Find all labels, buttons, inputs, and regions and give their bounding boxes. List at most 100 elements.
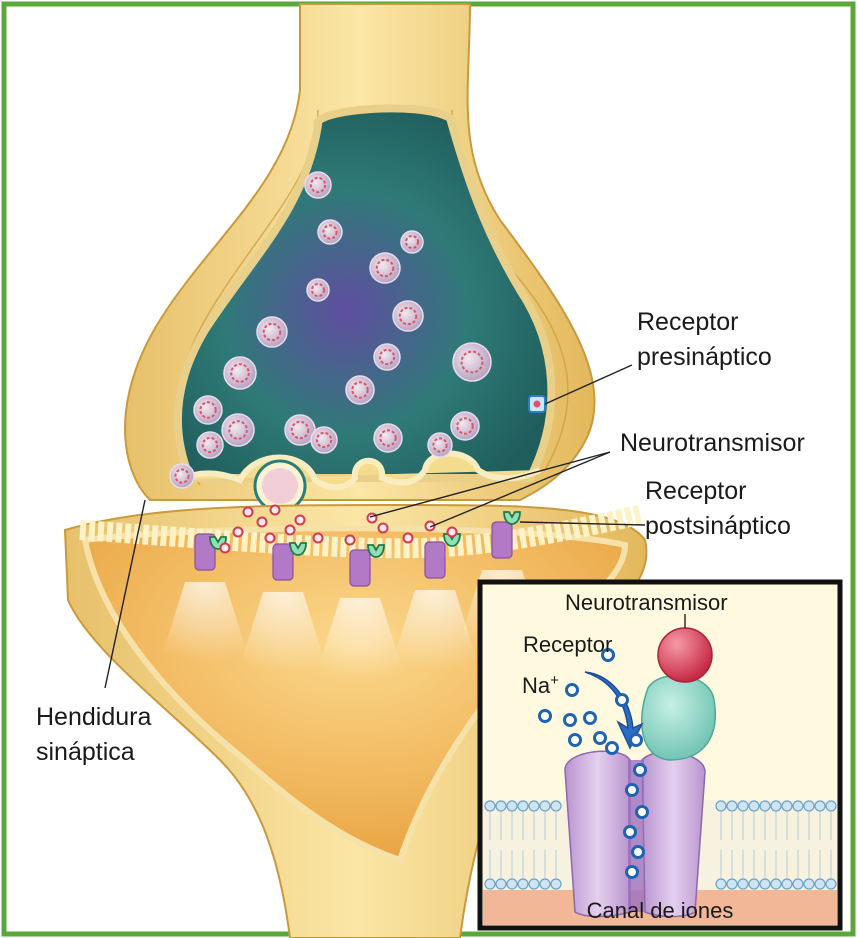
lipid-head [749,801,759,811]
lipid-head [507,801,517,811]
lipid-head [529,879,539,889]
postsynaptic-receptor-label-line2: postsináptico [645,512,791,540]
neurotransmitter-dot [234,528,243,537]
vesicle [257,317,287,347]
lipid-head [782,879,792,889]
lipid-head [760,801,770,811]
presynaptic-terminal [125,4,594,500]
lipid-head [793,801,803,811]
lipid-head [738,879,748,889]
lipid-head [815,879,825,889]
lipid-head [727,879,737,889]
vesicle [222,414,254,446]
lipid-head [540,801,550,811]
presynaptic-receptor [529,396,545,412]
neurotransmitter-label: Neurotransmisor [620,429,805,457]
synaptic-cleft-label-line1: Hendidura [36,703,151,731]
lipid-head [485,879,495,889]
neurotransmitter-dot [404,534,413,543]
lipid-head [793,879,803,889]
sodium-ion [633,847,644,858]
sodium-ion [617,695,628,706]
neurotransmitter-dot [266,534,275,543]
neurotransmitter-ball [658,628,712,682]
vesicle [307,279,329,301]
lipid-head [760,879,770,889]
neurotransmitter-dot [221,544,230,553]
vesicle [197,432,223,458]
lipid-head [716,879,726,889]
vesicle [401,231,423,253]
vesicle [305,172,331,198]
sodium-ion [540,711,551,722]
neurotransmitter-dot [286,526,295,535]
lipid-head [551,801,561,811]
lipid-head [771,879,781,889]
receptor-protein [642,676,716,761]
lipid-head [496,879,506,889]
vesicle [318,220,342,244]
lipid-head [507,879,517,889]
lipid-head [551,879,561,889]
neurotransmitter-dot [346,536,355,545]
sodium-ion [635,765,646,776]
neurotransmitter-dot [314,534,323,543]
lipid-head [749,879,759,889]
ion-channel-inset: Neurotransmisor Receptor Na+ Canal de io… [480,582,840,928]
lipid-head [496,801,506,811]
vesicle [453,343,491,381]
vesicle [370,253,400,283]
presynaptic-receptor-label-line2: presináptico [637,343,772,371]
lipid-head [804,801,814,811]
neurotransmitter-dot [379,524,388,533]
lipid-head [771,801,781,811]
vesicle [393,301,423,331]
sodium-ion [607,743,618,754]
sodium-ion [565,715,576,726]
synaptic-cleft-label-line2: sináptica [36,738,135,766]
lipid-head [826,801,836,811]
vesicle [374,424,402,452]
lipid-head [815,801,825,811]
lipid-head [738,801,748,811]
lipid-head [540,879,550,889]
vesicle [374,344,400,370]
lipid-head [826,879,836,889]
sodium-ion [570,735,581,746]
sodium-ion [567,685,578,696]
presynaptic-receptor-label-line1: Receptor [637,308,738,336]
channel-label: Canal de iones [587,898,734,923]
sodium-ion [637,807,648,818]
neurotransmitter-dot [244,508,253,517]
vesicle [194,396,222,424]
postsynaptic-receptor-label-line1: Receptor [645,477,746,505]
sodium-ion [595,733,606,744]
lipid-head [485,801,495,811]
vesicle [311,427,337,453]
sodium-ion [625,827,636,838]
neurotransmitter-dot [271,506,280,515]
neurotransmitter-dot [448,528,457,537]
lipid-head [518,801,528,811]
lipid-head [716,801,726,811]
vesicle [428,433,452,457]
neurotransmitter-dot [368,514,377,523]
lipid-head [529,801,539,811]
sodium-ion [631,735,642,746]
lipid-head [518,879,528,889]
sodium-ion [585,713,596,724]
lipid-head [727,801,737,811]
sodium-ion [627,785,638,796]
vesicle [224,357,256,389]
sodium-ion-charge: + [550,672,559,689]
sodium-ion-symbol: Na [522,673,551,698]
vesicle [346,376,374,404]
vesicle [451,412,479,440]
neurotransmitter-dot [296,516,305,525]
lipid-head [782,801,792,811]
neurotransmitter-dot [258,518,267,527]
lipid-head [804,879,814,889]
inset-neurotransmitter-label: Neurotransmisor [565,590,728,615]
sodium-ion [627,867,638,878]
